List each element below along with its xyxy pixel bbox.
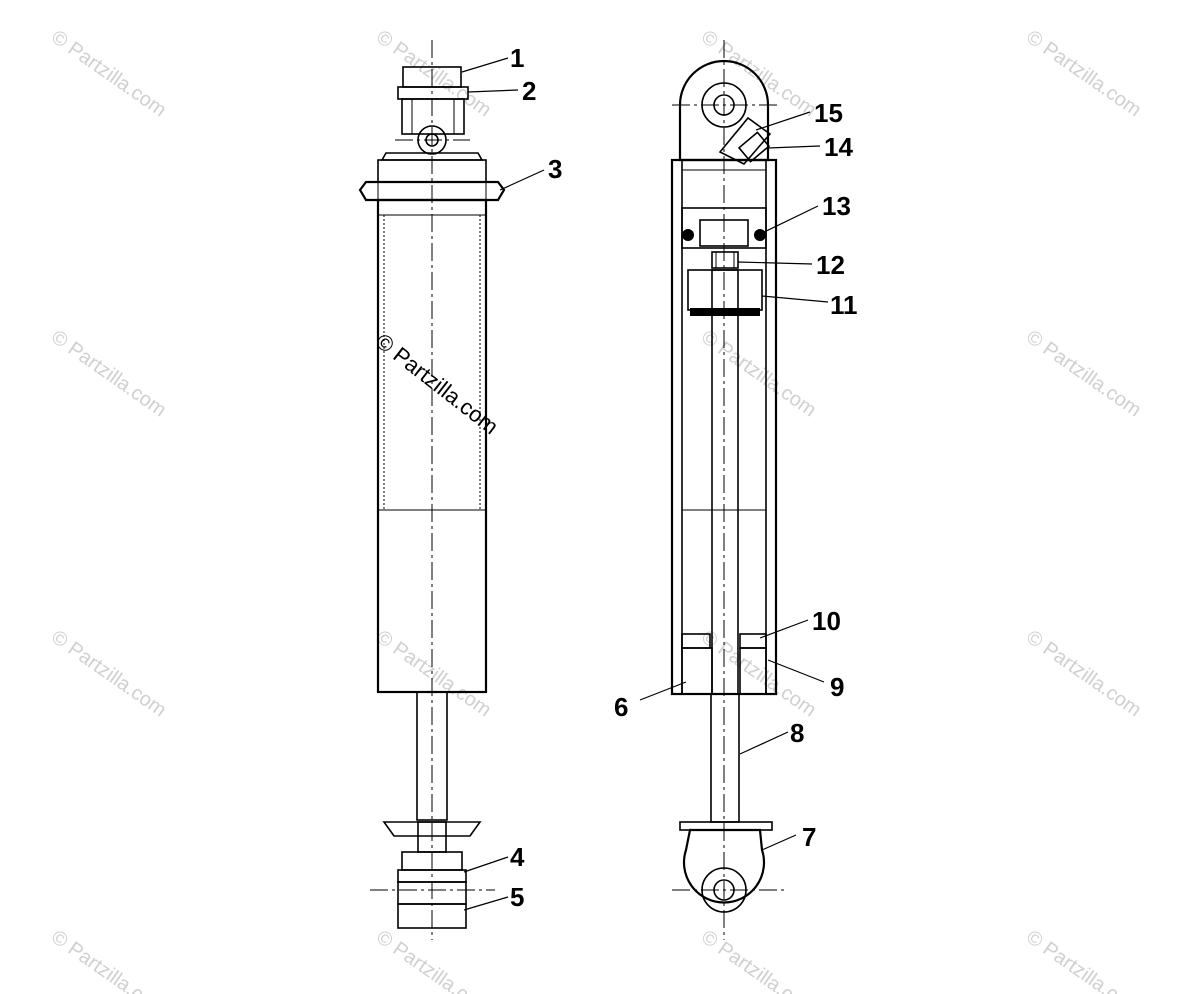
watermark-text: © Partzilla.com	[47, 326, 170, 421]
callout-8: 8	[790, 718, 804, 748]
callout-11: 11	[830, 290, 858, 320]
callout-5: 5	[510, 882, 524, 912]
callout-2: 2	[522, 76, 536, 106]
callout-7: 7	[802, 822, 816, 852]
callout-10: 10	[812, 606, 841, 636]
watermark-group: © Partzilla.com © Partzilla.com © Partzi…	[47, 26, 1145, 994]
watermark-text: © Partzilla.com	[1022, 26, 1145, 121]
watermark-text: © Partzilla.com	[697, 926, 820, 994]
watermark-text: © Partzilla.com	[1022, 326, 1145, 421]
callout-9: 9	[830, 672, 844, 702]
callout-4: 4	[510, 842, 525, 872]
watermark-text: © Partzilla.com	[47, 26, 170, 121]
watermark-text: © Partzilla.com	[47, 926, 170, 994]
watermark-text: © Partzilla.com	[1022, 926, 1145, 994]
watermark-main: © Partzilla.com	[371, 328, 503, 439]
callout-6: 6	[614, 692, 628, 722]
watermark-text: © Partzilla.com	[697, 326, 820, 421]
callout-14: 14	[824, 132, 853, 162]
callout-13: 13	[822, 191, 851, 221]
watermark-text: © Partzilla.com	[372, 926, 495, 994]
callout-leaders	[461, 57, 829, 911]
watermark-text: © Partzilla.com	[372, 26, 495, 121]
watermark-text: © Partzilla.com	[1022, 626, 1145, 721]
left-shock-exterior-view	[358, 40, 506, 940]
watermark-text: © Partzilla.com	[697, 26, 820, 121]
callout-12: 12	[816, 250, 845, 280]
watermark-text: © Partzilla.com	[372, 626, 495, 721]
callout-3: 3	[548, 154, 562, 184]
watermark-text: © Partzilla.com	[47, 626, 170, 721]
callout-labels: 1 2 3 4 5 6 7 8 9 10 11 12 13 14 15	[510, 43, 858, 912]
callout-1: 1	[510, 43, 524, 73]
right-shock-section-view	[670, 40, 786, 940]
callout-15: 15	[814, 98, 843, 128]
